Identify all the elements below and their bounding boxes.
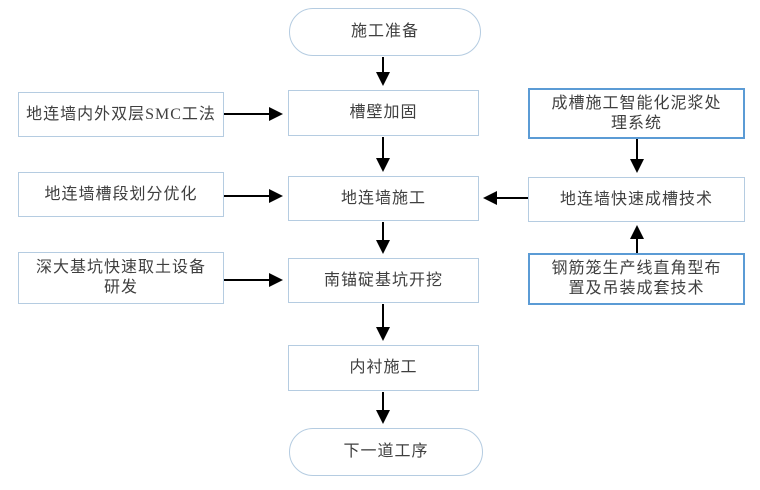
node-trench-wall-reinforcement: 槽壁加固 (288, 90, 479, 136)
node-inner-lining-construction: 内衬施工 (288, 345, 479, 391)
node-south-anchorage-pit-excavation: 南锚碇基坑开挖 (288, 258, 479, 303)
node-intelligent-slurry-treatment-system: 成槽施工智能化泥浆处 理系统 (528, 88, 745, 139)
node-next-process: 下一道工序 (289, 428, 483, 476)
node-construction-preparation: 施工准备 (289, 8, 481, 56)
node-rapid-trenching-technology: 地连墙快速成槽技术 (528, 177, 745, 222)
node-rapid-soil-extraction-equipment: 深大基坑快速取土设备 研发 (18, 252, 224, 304)
node-wall-segment-division-optimization: 地连墙槽段划分优化 (18, 172, 224, 217)
node-double-layer-smc-method: 地连墙内外双层SMC工法 (18, 92, 224, 137)
node-diaphragm-wall-construction: 地连墙施工 (288, 176, 479, 221)
node-rebar-cage-production-line: 钢筋笼生产线直角型布 置及吊装成套技术 (528, 253, 745, 305)
